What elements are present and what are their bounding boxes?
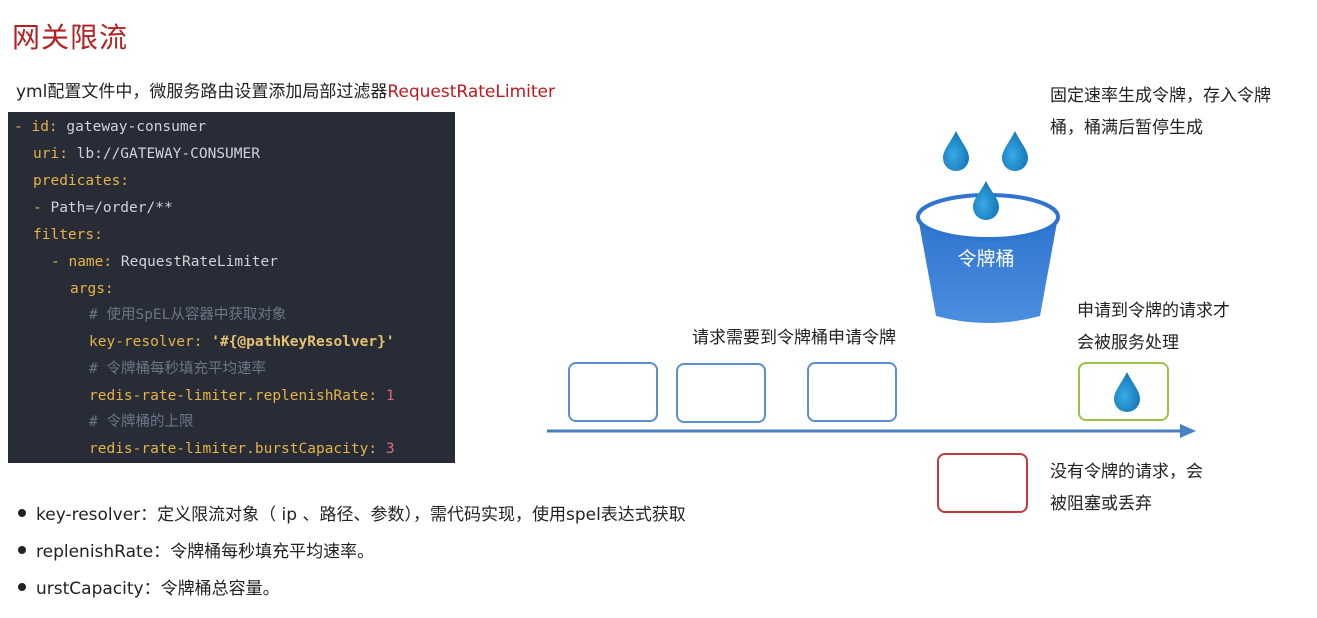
code-key: args: <box>70 281 114 297</box>
subtitle-highlight: RequestRateLimiter <box>387 82 555 102</box>
code-line-4: - Path=/order/** <box>33 198 173 218</box>
token-generation-note: 固定速率生成令牌，存入令牌 桶，桶满后暂停生成 <box>1050 80 1271 144</box>
bullet-item: replenishRate：令牌桶每秒填充平均速率。 <box>18 537 374 562</box>
bullet-item: urstCapacity：令牌桶总容量。 <box>18 574 280 599</box>
code-line-1: - id: gateway-consumer <box>14 117 206 137</box>
note-line: 申请到令牌的请求才 <box>1077 301 1230 321</box>
code-line-3: predicates: <box>33 171 129 191</box>
subtitle-text: yml配置文件中，微服务路由设置添加局部过滤器 <box>16 82 388 102</box>
bucket-label: 令牌桶 <box>957 248 1015 270</box>
code-key: id: <box>31 119 58 135</box>
code-key: predicates: <box>33 173 130 189</box>
request-note: 请求需要到令牌桶申请令牌 <box>692 322 896 354</box>
note-line: 被阻塞或丢弃 <box>1050 494 1152 514</box>
code-key: filters: <box>33 227 103 243</box>
code-line-10: # 令牌桶每秒填充平均速率 <box>89 359 266 379</box>
note-line: 会被服务处理 <box>1077 333 1179 353</box>
code-value: lb://GATEWAY-CONSUMER <box>67 146 260 162</box>
bullet-text: urstCapacity：令牌桶总容量。 <box>36 579 280 599</box>
note-line: 桶，桶满后暂停生成 <box>1050 118 1203 138</box>
token-drop-icon <box>943 131 969 171</box>
code-key: redis-rate-limiter.replenishRate: <box>89 388 378 404</box>
code-value: Path=/order/** <box>50 200 173 216</box>
code-line-8: # 使用SpEL从容器中获取对象 <box>89 305 286 325</box>
bullet-dot <box>18 546 26 554</box>
code-key: key-resolver: <box>89 334 203 350</box>
request-box <box>568 362 658 422</box>
request-box <box>807 362 897 422</box>
code-dash: - <box>14 119 32 135</box>
code-line-7: args: <box>70 279 114 299</box>
accepted-note: 申请到令牌的请求才 会被服务处理 <box>1077 295 1230 359</box>
code-line-5: filters: <box>33 225 103 245</box>
code-number: 3 <box>385 441 395 457</box>
bullet-text: replenishRate：令牌桶每秒填充平均速率。 <box>36 542 375 562</box>
code-dash: - <box>51 254 69 270</box>
note-line: 固定速率生成令牌，存入令牌 <box>1050 86 1271 106</box>
rejected-request-box <box>937 453 1028 513</box>
page-title: 网关限流 <box>12 21 129 54</box>
code-value: RequestRateLimiter <box>112 254 278 270</box>
code-comment: # 使用SpEL从容器中获取对象 <box>89 307 287 323</box>
code-comment: # 令牌桶每秒填充平均速率 <box>89 361 266 377</box>
code-comment: # 令牌桶的上限 <box>89 414 194 430</box>
code-number: 1 <box>385 388 395 404</box>
bullet-text: key-resolver：定义限流对象（ ip 、路径、参数），需代码实现，使用… <box>36 505 686 525</box>
accepted-request-box <box>1078 362 1169 421</box>
note-line: 请求需要到令牌桶申请令牌 <box>692 328 896 348</box>
code-line-2: uri: lb://GATEWAY-CONSUMER <box>33 144 260 164</box>
bullet-dot <box>18 583 26 591</box>
code-value: gateway-consumer <box>57 119 207 135</box>
page-subtitle: yml配置文件中，微服务路由设置添加局部过滤器RequestRateLimite… <box>16 77 555 102</box>
code-key: redis-rate-limiter.burstCapacity: <box>89 441 378 457</box>
token-drop-icon <box>1002 131 1028 171</box>
code-line-11: redis-rate-limiter.replenishRate: 1 <box>89 386 395 406</box>
code-string: '#{@pathKeyResolver}' <box>211 334 395 350</box>
code-line-6: - name: RequestRateLimiter <box>51 252 278 272</box>
code-line-9: key-resolver: '#{@pathKeyResolver}' <box>89 332 395 352</box>
rejected-note: 没有令牌的请求，会 被阻塞或丢弃 <box>1050 456 1203 520</box>
request-box <box>676 363 766 423</box>
request-flow-arrow <box>547 424 1196 438</box>
bullet-item: key-resolver：定义限流对象（ ip 、路径、参数），需代码实现，使用… <box>18 500 686 525</box>
code-key: name: <box>68 254 113 270</box>
code-line-13: redis-rate-limiter.burstCapacity: 3 <box>89 439 395 459</box>
code-key: uri: <box>33 146 68 162</box>
code-dash: - <box>33 200 51 216</box>
bullet-dot <box>18 509 26 517</box>
token-drop-icon <box>973 181 999 220</box>
note-line: 没有令牌的请求，会 <box>1050 462 1203 482</box>
yaml-code-block: - id: gateway-consumer uri: lb://GATEWAY… <box>8 112 455 463</box>
code-line-12: # 令牌桶的上限 <box>89 412 193 432</box>
